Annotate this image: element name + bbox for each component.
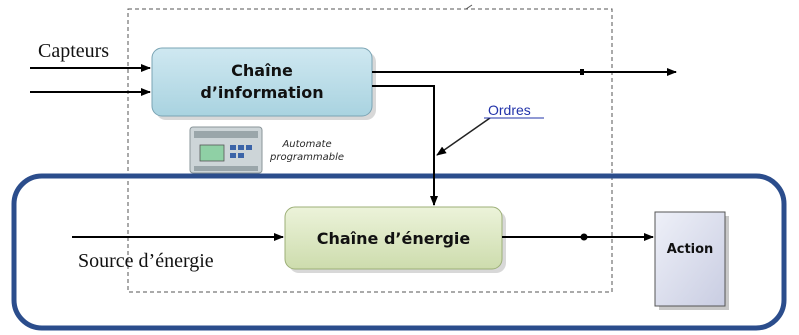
output-tick	[580, 69, 584, 75]
capteurs-label: Capteurs	[38, 40, 110, 62]
plc-caption-line1: Automate	[282, 139, 332, 150]
boundary-tick	[465, 4, 473, 10]
ordres-label: Ordres	[488, 102, 531, 118]
plc-caption-line2: programmable	[270, 152, 345, 163]
junction-dot	[580, 233, 588, 241]
action-block	[654, 211, 726, 307]
action-block-label: Action	[666, 242, 714, 257]
system-boundary	[127, 8, 613, 293]
source-energie-label: Source d’énergie	[78, 250, 214, 272]
information-label-line1: Chaîne	[231, 61, 293, 80]
ordres-arrow	[372, 85, 438, 206]
information-block-label: Chaîne d’information	[152, 48, 372, 116]
plc-image	[189, 126, 263, 174]
energy-zone-frame	[11, 173, 787, 331]
information-label-line2: d’information	[200, 83, 324, 102]
ordres-pointer	[436, 117, 491, 156]
energy-block-label: Chaîne d’énergie	[316, 228, 471, 248]
information-block	[151, 47, 373, 117]
plc-caption: Automate programmable	[270, 138, 344, 164]
